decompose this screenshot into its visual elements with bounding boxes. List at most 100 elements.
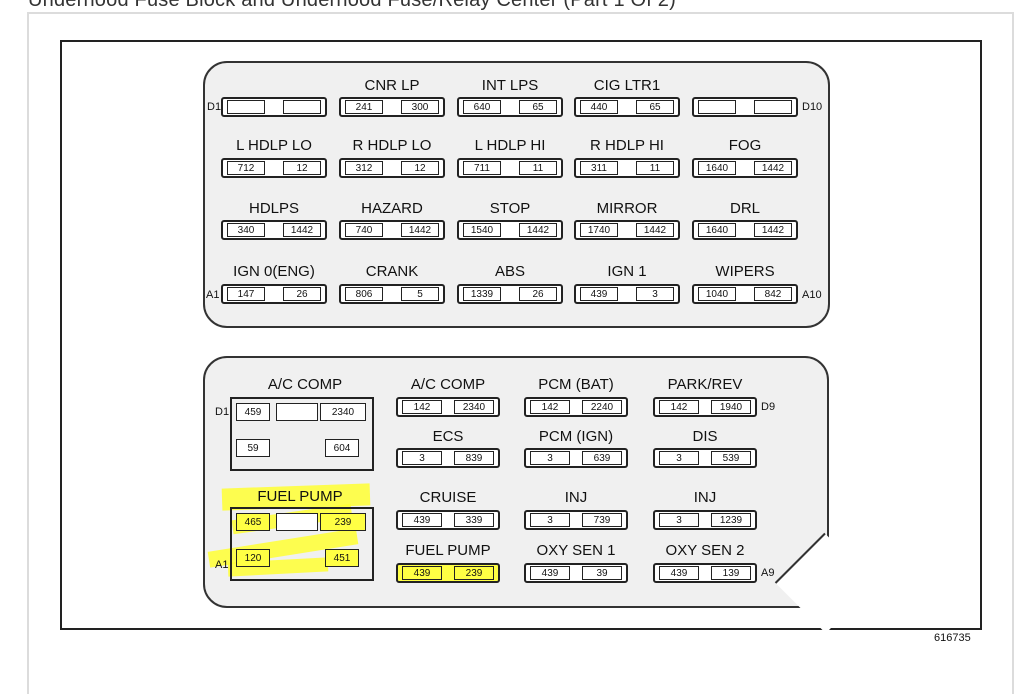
relay-label: A/C COMP bbox=[267, 376, 343, 393]
fuse-terminal bbox=[754, 100, 792, 114]
fuse-terminal: 39 bbox=[582, 566, 622, 580]
fuse-label: IGN 1 bbox=[607, 263, 647, 280]
fuse[interactable] bbox=[221, 97, 327, 117]
fuse-terminal: 65 bbox=[636, 100, 674, 114]
fuse[interactable]: 142 2240 bbox=[524, 397, 628, 417]
fuse[interactable]: 1540 1442 bbox=[457, 220, 563, 240]
fuse-terminal: 3 bbox=[530, 513, 570, 527]
fuse-terminal: 26 bbox=[519, 287, 557, 301]
fuse-terminal: 147 bbox=[227, 287, 265, 301]
fuse[interactable]: 439 39 bbox=[524, 563, 628, 583]
fuse-terminal: 1640 bbox=[698, 223, 736, 237]
fuse-terminal: 842 bbox=[754, 287, 792, 301]
fuse-label: INT LPS bbox=[481, 77, 539, 94]
fuse-terminal: 806 bbox=[345, 287, 383, 301]
fuse-terminal: 241 bbox=[345, 100, 383, 114]
fuse-terminal: 340 bbox=[227, 223, 265, 237]
relay-terminal: 2340 bbox=[320, 403, 366, 421]
fuse-terminal: 11 bbox=[519, 161, 557, 175]
fuse-terminal: 3 bbox=[402, 451, 442, 465]
fuse-label: HAZARD bbox=[361, 200, 423, 217]
fuse-terminal: 12 bbox=[401, 161, 439, 175]
relay-terminal: 239 bbox=[320, 513, 366, 531]
fuse-label: R HDLP LO bbox=[352, 137, 432, 154]
fuse-terminal: 1442 bbox=[519, 223, 557, 237]
fuse-label: L HDLP HI bbox=[474, 137, 546, 154]
fuse-terminal: 142 bbox=[402, 400, 442, 414]
fuse[interactable]: 1040 842 bbox=[692, 284, 798, 304]
fuse-terminal: 1442 bbox=[283, 223, 321, 237]
fuse[interactable]: 1339 26 bbox=[457, 284, 563, 304]
corner-label-d1-lower: D1 bbox=[215, 406, 230, 418]
fuse-terminal: 139 bbox=[711, 566, 751, 580]
fuse-label: STOP bbox=[489, 200, 531, 217]
fuse-terminal: 1940 bbox=[711, 400, 751, 414]
fuse-label: WIPERS bbox=[715, 263, 775, 280]
fuse-terminal: 1442 bbox=[754, 161, 792, 175]
fuse[interactable]: 340 1442 bbox=[221, 220, 327, 240]
fuse-terminal: 339 bbox=[454, 513, 494, 527]
relay-terminal: 451 bbox=[325, 549, 359, 567]
fuse-label: PARK/REV bbox=[667, 376, 743, 393]
fuse-terminal: 712 bbox=[227, 161, 265, 175]
fuse-terminal: 3 bbox=[659, 513, 699, 527]
fuse-label: CRANK bbox=[365, 263, 419, 280]
fuse-terminal: 1540 bbox=[463, 223, 501, 237]
fuse-label: OXY SEN 1 bbox=[536, 542, 616, 559]
fuse-label: A/C COMP bbox=[410, 376, 486, 393]
fuse-terminal bbox=[283, 100, 321, 114]
fuse-terminal: 439 bbox=[530, 566, 570, 580]
corner-label-a9: A9 bbox=[761, 567, 775, 579]
fuse-terminal: 439 bbox=[659, 566, 699, 580]
fuse-terminal: 740 bbox=[345, 223, 383, 237]
fuse-label: CIG LTR1 bbox=[593, 77, 661, 94]
corner-label-a1: A1 bbox=[206, 289, 220, 301]
fuse[interactable]: 142 1940 bbox=[653, 397, 757, 417]
fuse[interactable]: 3 739 bbox=[524, 510, 628, 530]
fuse-terminal: 142 bbox=[530, 400, 570, 414]
relay[interactable] bbox=[230, 507, 374, 581]
fuse-terminal: 2240 bbox=[582, 400, 622, 414]
fuse-label: ABS bbox=[494, 263, 526, 280]
fuse-terminal: 639 bbox=[582, 451, 622, 465]
fuse-label: IGN 0(ENG) bbox=[233, 263, 315, 280]
fuse-terminal: 142 bbox=[659, 400, 699, 414]
corner-label-a1-lower: A1 bbox=[215, 559, 229, 571]
fuse-terminal: 1339 bbox=[463, 287, 501, 301]
fuse-label: PCM (IGN) bbox=[538, 428, 614, 445]
fuse[interactable]: 3 639 bbox=[524, 448, 628, 468]
fuse-terminal: 3 bbox=[530, 451, 570, 465]
fuse-terminal bbox=[227, 100, 265, 114]
fuse-terminal: 739 bbox=[582, 513, 622, 527]
fuse-terminal: 711 bbox=[463, 161, 501, 175]
fuse-terminal bbox=[698, 100, 736, 114]
fuse-terminal: 1442 bbox=[636, 223, 674, 237]
fuse[interactable] bbox=[692, 97, 798, 117]
fuse-terminal: 640 bbox=[463, 100, 501, 114]
corner-label-a10: A10 bbox=[802, 289, 822, 301]
fuse-label: DRL bbox=[729, 200, 761, 217]
fuse[interactable]: 711 11 bbox=[457, 158, 563, 178]
fuse-terminal: 1040 bbox=[698, 287, 736, 301]
page-title: Underhood Fuse Block and Underhood Fuse/… bbox=[28, 0, 676, 11]
fuse[interactable]: 439 139 bbox=[653, 563, 757, 583]
